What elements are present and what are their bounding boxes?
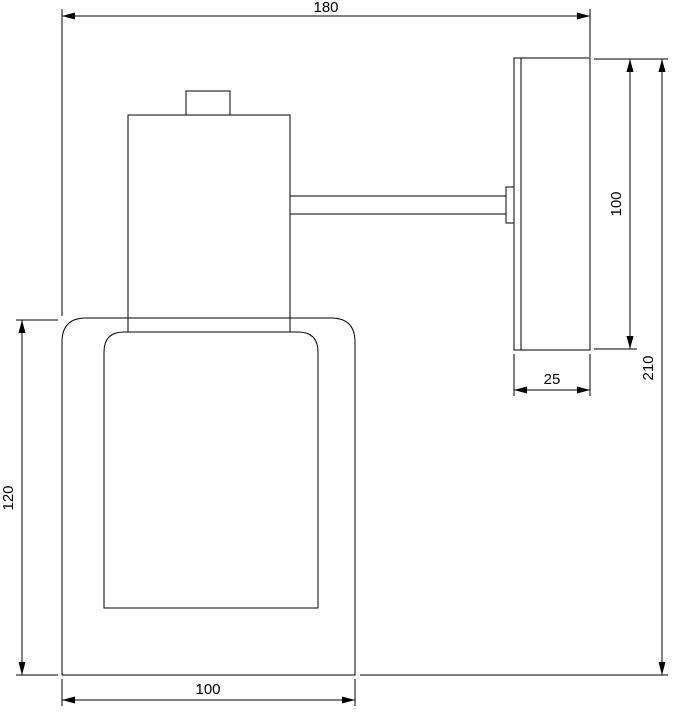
arrowhead-icon <box>18 662 26 675</box>
arrowhead-icon <box>626 336 634 349</box>
arrowhead-icon <box>514 386 527 394</box>
lamp-body <box>127 114 291 333</box>
arrowhead-icon <box>658 59 666 72</box>
dim-backplate-depth: 25 <box>513 354 591 396</box>
dim-label-overall-height: 210 <box>640 355 657 380</box>
shade-inner <box>103 331 319 609</box>
dim-label-shade-height: 120 <box>0 485 17 510</box>
dim-backplate-height: 100 <box>594 58 668 350</box>
arrowhead-icon <box>626 59 634 72</box>
arrowhead-icon <box>18 320 26 333</box>
arrowhead-icon <box>62 696 75 704</box>
dim-shade-height: 120 <box>0 319 58 676</box>
dim-label-backplate-depth: 25 <box>544 371 561 388</box>
shade-outer <box>61 317 356 676</box>
wall-backplate <box>513 57 591 351</box>
arrowhead-icon <box>577 386 590 394</box>
arm-flange <box>505 186 515 224</box>
dim-overall-width: 180 <box>61 0 591 316</box>
arrowhead-icon <box>577 12 590 20</box>
dim-overall-height: 210 <box>360 59 668 676</box>
dim-label-overall-width: 180 <box>313 0 338 16</box>
lamp-geometry <box>61 57 591 676</box>
dim-label-backplate-height: 100 <box>608 191 625 216</box>
arrowhead-icon <box>62 12 75 20</box>
dim-shade-width: 100 <box>61 679 356 706</box>
lamp-top-knob <box>185 90 231 116</box>
arrowhead-icon <box>342 696 355 704</box>
arrowhead-icon <box>658 662 666 675</box>
dim-label-shade-width: 100 <box>195 681 220 698</box>
